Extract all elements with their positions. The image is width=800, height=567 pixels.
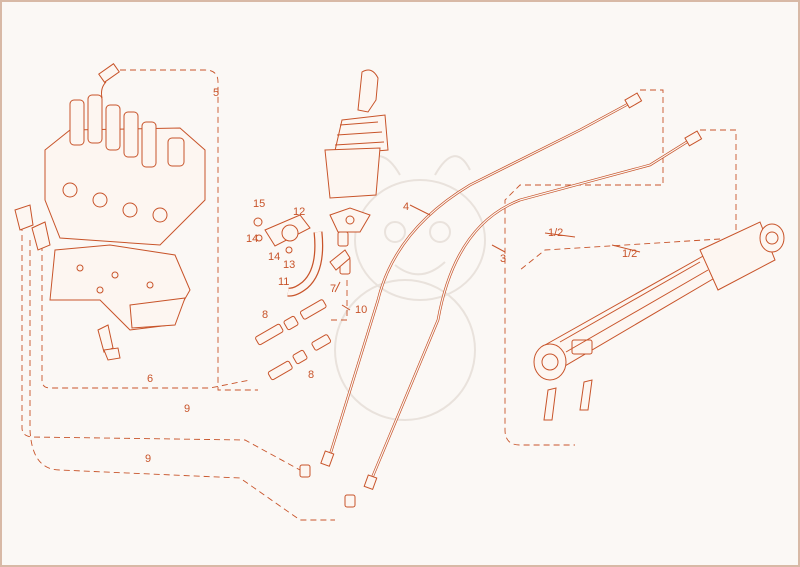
label-4: 4 xyxy=(403,201,409,213)
mounting-plate xyxy=(49,244,191,331)
valve-spools xyxy=(69,94,185,168)
label-1-2-b: 1/2 xyxy=(622,248,637,260)
control-valve-block xyxy=(44,63,206,246)
label-5: 5 xyxy=(213,87,219,99)
label-14-b: 14 xyxy=(268,251,280,263)
label-15: 15 xyxy=(253,198,265,210)
label-8-a: 8 xyxy=(262,309,268,321)
hydraulic-cylinder xyxy=(533,221,785,421)
label-10: 10 xyxy=(355,304,367,316)
label-7: 7 xyxy=(330,283,336,295)
label-1-2-a: 1/2 xyxy=(548,227,563,239)
label-3: 3 xyxy=(500,253,506,265)
small-fittings xyxy=(329,231,351,275)
fittings-8 xyxy=(255,299,332,381)
label-6: 6 xyxy=(147,373,153,385)
bottom-fittings xyxy=(299,464,356,508)
leader-lines xyxy=(334,204,641,311)
label-14-a: 14 xyxy=(246,233,258,245)
part-labels: 5 4 3 1/2 1/2 15 12 14 14 13 11 7 10 8 8… xyxy=(145,87,637,465)
label-9-a: 9 xyxy=(184,403,190,415)
bent-pipe xyxy=(287,231,324,297)
label-9-b: 9 xyxy=(145,453,151,465)
label-11: 11 xyxy=(278,276,289,288)
label-12: 12 xyxy=(293,206,305,218)
left-hose-fittings xyxy=(14,204,121,361)
watermark-mascot xyxy=(334,155,486,421)
hydraulic-tubes xyxy=(320,92,703,490)
label-8-b: 8 xyxy=(308,369,314,381)
label-13: 13 xyxy=(283,259,295,271)
joystick-icon xyxy=(324,69,389,199)
bracket-assembly xyxy=(253,207,371,254)
